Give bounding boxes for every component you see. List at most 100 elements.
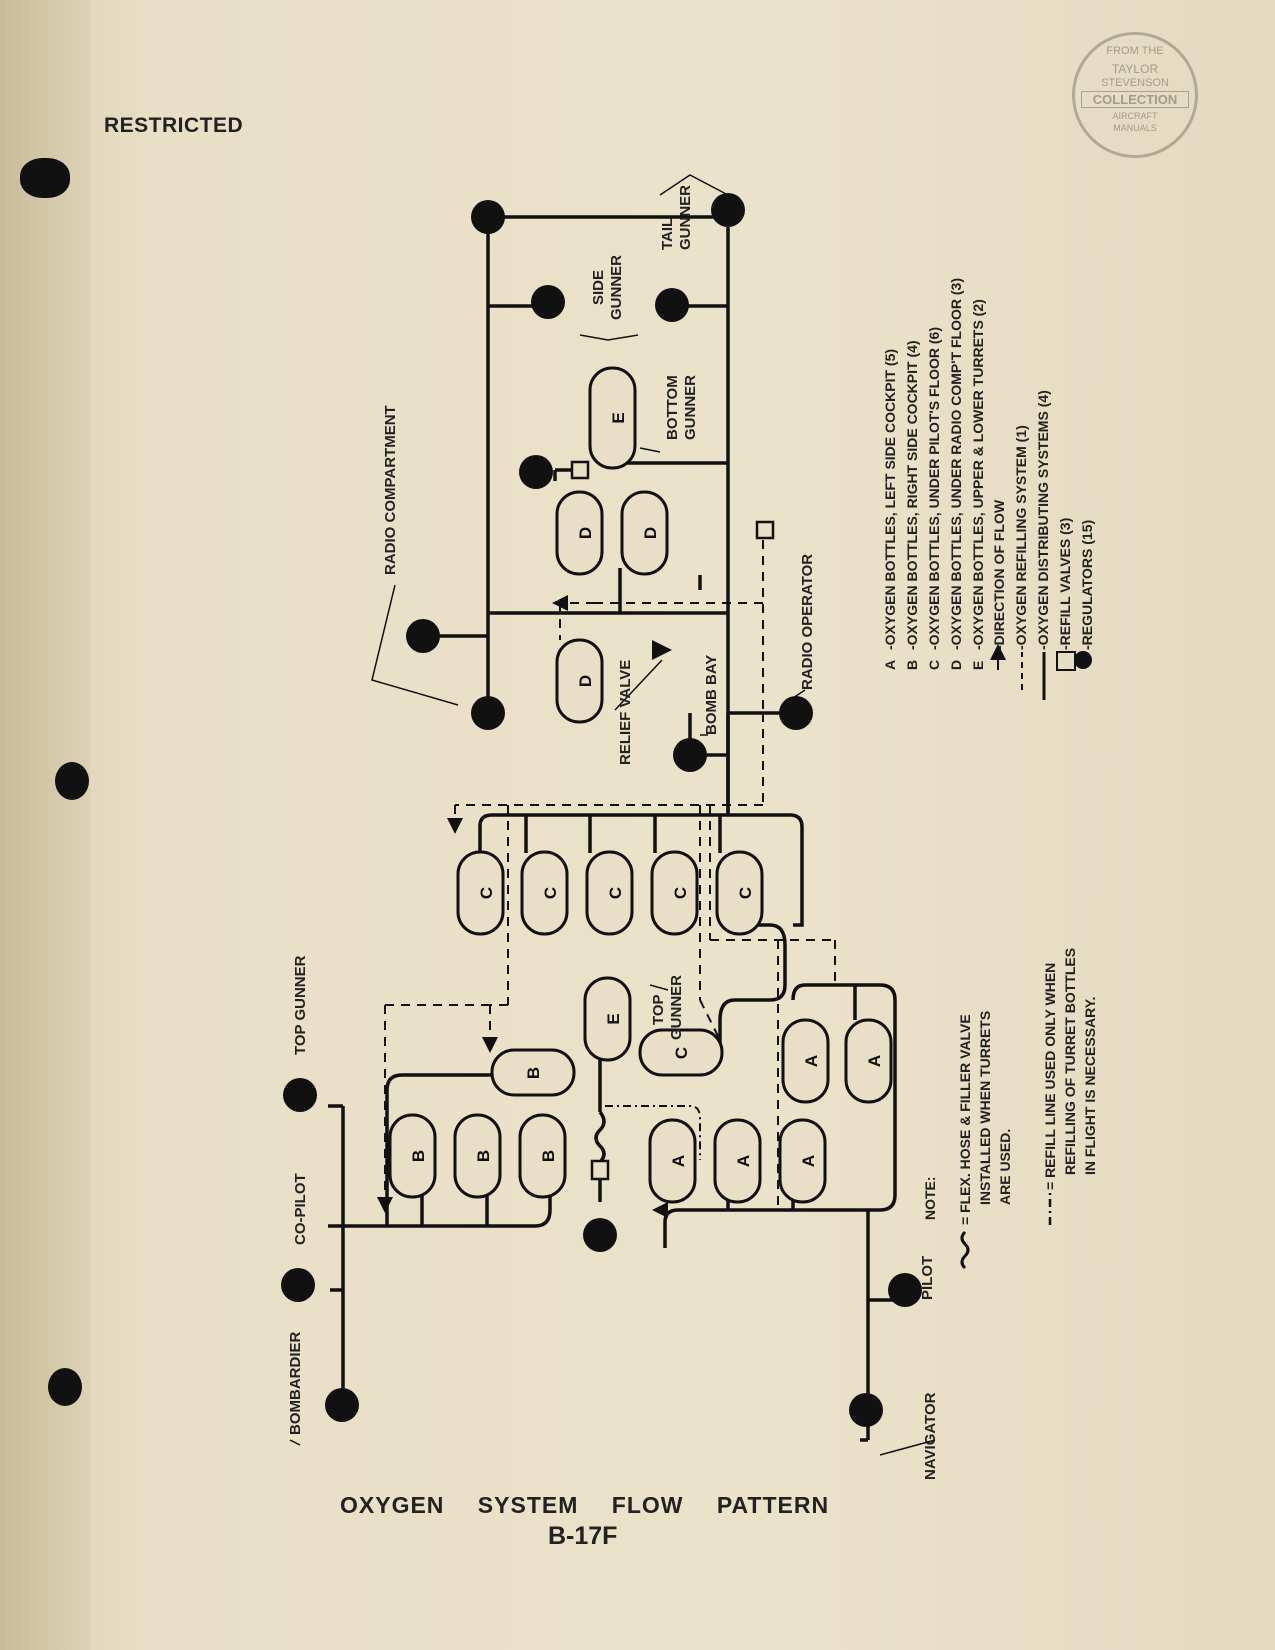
label-relief-valve: RELIEF VALVE [617, 660, 634, 765]
punch-hole-1 [55, 762, 89, 800]
note-2-line-3: IN FLIGHT IS NECESSARY. [1082, 997, 1098, 1175]
label-side-gunner: GUNNER [608, 255, 625, 320]
bottle-c-5 [715, 850, 764, 936]
bottle-b-4 [518, 1113, 567, 1199]
stamp-line-2: TAYLOR [1111, 62, 1159, 76]
legend-text-flow: -DIRECTION OF FLOW [991, 499, 1007, 650]
stamp-line-4: COLLECTION [1081, 91, 1189, 108]
label-top-gunner-2: GUNNER [668, 975, 685, 1040]
aircraft-model: B-17F [548, 1522, 618, 1550]
regulator-2 [711, 193, 745, 227]
legend-key-a: A [882, 660, 898, 670]
bottle-a-5 [844, 1018, 893, 1104]
bottle-b-3 [453, 1113, 502, 1199]
bottle-e-top [583, 976, 632, 1062]
regulator-10 [583, 1218, 617, 1252]
bottle-a-2 [713, 1118, 762, 1204]
letter-a-3: A [799, 1155, 818, 1167]
legend-text-regulators: -REGULATORS (15) [1079, 520, 1095, 650]
regulators [281, 193, 922, 1427]
regulator-3 [531, 285, 565, 319]
label-top: TOP [650, 994, 667, 1025]
regulator-7 [471, 696, 505, 730]
letter-c-5: C [736, 887, 755, 899]
regulator-4 [655, 288, 689, 322]
letter-c-6: C [672, 1047, 691, 1059]
legend-text-refilling: -OXYGEN REFILLING SYSTEM (1) [1013, 425, 1029, 650]
note-1-line-2: INSTALLED WHEN TURRETS [977, 1011, 993, 1205]
label-co-pilot: CO-PILOT [292, 1173, 309, 1245]
regulator-6 [406, 619, 440, 653]
label-tail-gunner: GUNNER [677, 185, 694, 250]
refill-lines [377, 540, 836, 1218]
label-top-gunner: TOP GUNNER [292, 955, 309, 1055]
punch-hole-torn [20, 158, 70, 198]
regulator-12 [281, 1268, 315, 1302]
letter-e-top: E [604, 1013, 623, 1024]
stamp-line-6: MANUALS [1113, 123, 1157, 133]
letter-c-3: C [606, 887, 625, 899]
label-radio-operator: RADIO OPERATOR [799, 554, 816, 690]
note-1-line-1: = FLEX. HOSE & FILLER VALVE [957, 1014, 973, 1225]
label-pilot: PILOT [919, 1256, 936, 1300]
letter-b-3: B [474, 1150, 493, 1162]
legend-key-e: E [970, 661, 986, 670]
label-navigator: NAVIGATOR [922, 1392, 939, 1480]
note-2-line-2: REFILLING OF TURRET BOTTLES [1062, 948, 1078, 1175]
note: NOTE: = FLEX. HOSE & FILLER VALVE INSTAL… [922, 948, 1098, 1270]
regulator-15 [849, 1393, 883, 1427]
bottle-a-4 [781, 1018, 830, 1104]
letter-a-2: A [734, 1155, 753, 1167]
note-1-line-3: ARE USED. [997, 1129, 1013, 1205]
bottle-c-1 [456, 850, 505, 936]
collection-stamp: FROM THE TAYLOR STEVENSON COLLECTION AIR… [1072, 32, 1198, 158]
letter-a-4: A [802, 1055, 821, 1067]
note-heading: NOTE: [922, 1176, 938, 1220]
label-bomb-bay: BOMB BAY [703, 655, 720, 735]
bottle-c-2 [520, 850, 569, 936]
refill-valves [570, 460, 775, 1181]
refill-valve-1 [570, 460, 590, 480]
label-tail: TAIL [659, 218, 676, 250]
stamp-line-5: AIRCRAFT [1112, 111, 1158, 121]
regulator-8 [673, 738, 707, 772]
note-hose-icon [960, 1230, 970, 1270]
legend-key-c: C [926, 660, 942, 670]
bottle-d-3 [555, 638, 604, 724]
letter-d-3: D [576, 675, 595, 687]
refill-valve-2 [755, 520, 775, 540]
legend-text-e: -OXYGEN BOTTLES, UPPER & LOWER TURRETS (… [970, 299, 986, 650]
bottle-b-2 [388, 1113, 437, 1199]
refill-valve-3 [590, 1159, 610, 1181]
turret-refill-line [605, 1105, 701, 1160]
letter-c-1: C [477, 887, 496, 899]
letter-c-4: C [671, 887, 690, 899]
letter-b-1: B [524, 1067, 543, 1079]
legend-text-valves: -REFILL VALVES (3) [1057, 518, 1073, 650]
bottle-c-4 [650, 850, 699, 936]
regulator-11 [283, 1078, 317, 1112]
label-bottom-gunner: GUNNER [682, 375, 699, 440]
label-side: SIDE [590, 270, 607, 305]
relief-valve-leader [614, 659, 663, 711]
legend-key-d: D [948, 660, 964, 670]
legend-key-b: B [904, 660, 920, 670]
legend-text-b: -OXYGEN BOTTLES, RIGHT SIDE COCKPIT (4) [904, 340, 920, 650]
legend-valve-icon [1056, 651, 1076, 671]
punch-hole-2 [48, 1368, 82, 1406]
legend-text-a: -OXYGEN BOTTLES, LEFT SIDE COCKPIT (5) [882, 349, 898, 650]
letter-e-bottom: E [609, 412, 628, 423]
bottle-a-3 [778, 1118, 827, 1204]
legend-text-distributing: -OXYGEN DISTRIBUTING SYSTEMS (4) [1035, 390, 1051, 650]
regulator-9 [779, 696, 813, 730]
bottle-d-2 [620, 490, 669, 576]
leader-lines [289, 174, 936, 1456]
distribution-lines [328, 215, 900, 1442]
note-2-line-1: = REFILL LINE USED ONLY WHEN [1042, 963, 1058, 1190]
letter-d-1: D [576, 527, 595, 539]
bottle-c-3 [585, 850, 634, 936]
letter-b-2: B [409, 1150, 428, 1162]
letter-a-5: A [865, 1055, 884, 1067]
letter-a-1: A [669, 1155, 688, 1167]
